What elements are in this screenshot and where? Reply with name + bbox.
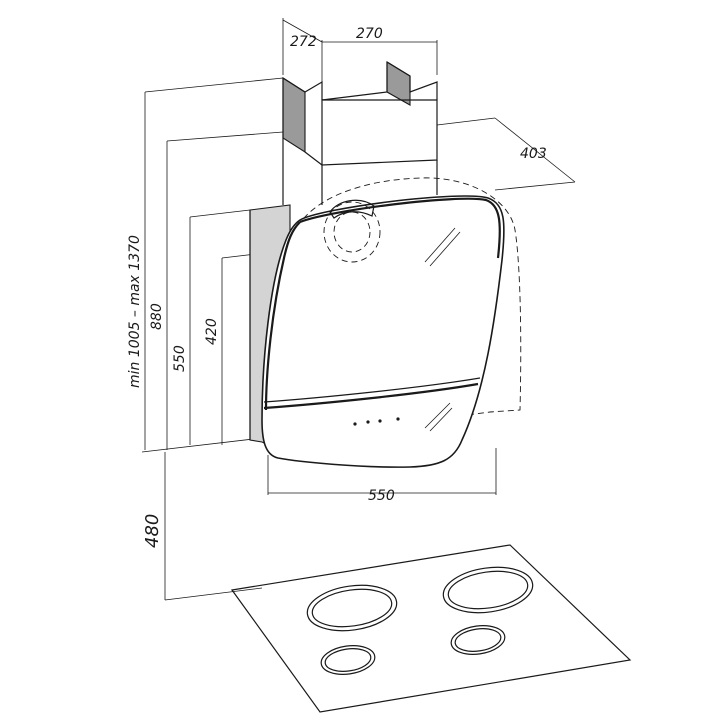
dim-depth-lines bbox=[436, 117, 576, 191]
dim-width-lines bbox=[267, 448, 497, 495]
dim-top-lines bbox=[282, 18, 438, 95]
dim-depth-label: 403 bbox=[520, 146, 547, 162]
control-buttons bbox=[353, 417, 400, 426]
dim-chimney-width-label: 270 bbox=[356, 26, 383, 42]
dim-480-label: 480 bbox=[142, 514, 163, 548]
glass-reflection-top bbox=[424, 227, 456, 263]
cooktop bbox=[230, 544, 632, 713]
burner-small-left bbox=[320, 645, 376, 675]
burner-large-left bbox=[306, 584, 398, 632]
dim-420-label: 420 bbox=[204, 318, 220, 345]
cooktop-surface bbox=[230, 544, 632, 713]
burner-small-right bbox=[450, 625, 506, 655]
burner-large-right bbox=[442, 566, 534, 614]
motor-outline bbox=[323, 199, 381, 263]
chimney-left-slot bbox=[282, 76, 306, 154]
dim-550-label: 550 bbox=[172, 345, 188, 372]
glass-reflection-bottom bbox=[424, 402, 451, 429]
dim-chimney-depth-label: 272 bbox=[290, 34, 317, 50]
dim-total-height-label: min 1005 – max 1370 bbox=[127, 235, 143, 388]
dim-880-label: 880 bbox=[149, 303, 165, 330]
hood-glass-panel bbox=[261, 195, 505, 468]
dim-width-label: 550 bbox=[368, 488, 395, 504]
chimney bbox=[282, 61, 438, 205]
